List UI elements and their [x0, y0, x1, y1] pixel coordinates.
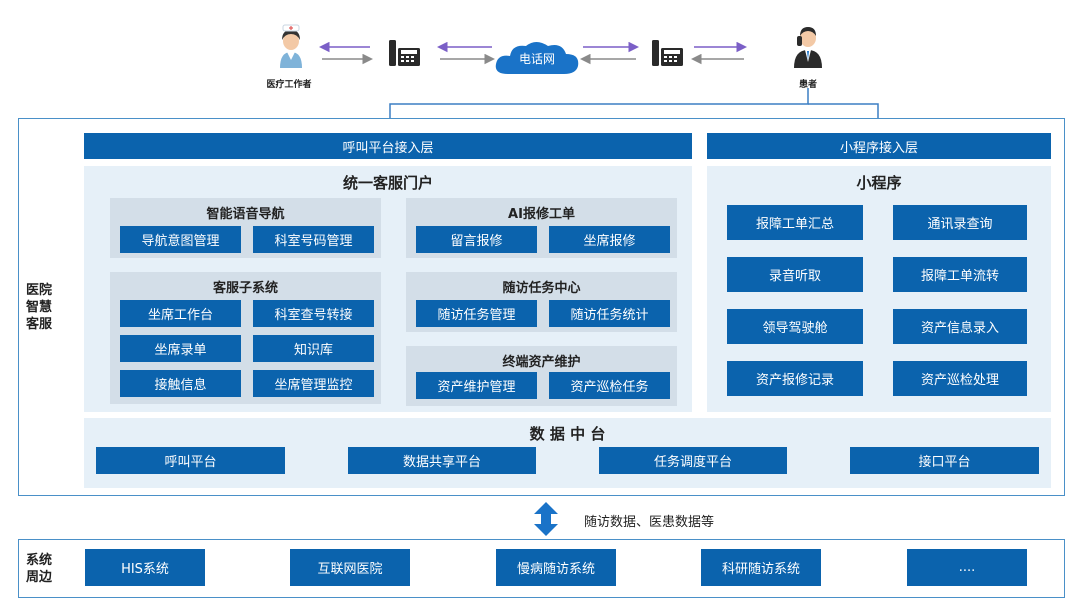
message-repair-button[interactable]: 留言报修: [416, 226, 537, 253]
patient-label: 患者: [798, 80, 817, 90]
asset-maintenance-mgmt-button[interactable]: 资产维护管理: [416, 372, 537, 399]
asset-maintenance-title: 终端资产维护: [502, 355, 581, 370]
medical-worker-label: 医疗工作者: [266, 80, 312, 90]
nurse-icon: [266, 22, 316, 68]
patient-icon: [786, 20, 830, 68]
recording-playback-button[interactable]: 录音听取: [727, 257, 863, 292]
his-system-button[interactable]: HIS系统: [85, 549, 205, 586]
ai-repair-title: AI报修工单: [508, 207, 575, 222]
task-scheduling-platform-button[interactable]: 任务调度平台: [599, 447, 787, 474]
voice-nav-title: 智能语音导航: [206, 207, 285, 222]
chronic-followup-system-button[interactable]: 慢病随访系统: [496, 549, 616, 586]
contact-info-button[interactable]: 接触信息: [120, 370, 241, 397]
agent-record-button[interactable]: 坐席录单: [120, 335, 241, 362]
research-followup-system-button[interactable]: 科研随访系统: [701, 549, 821, 586]
hospital-smart-cs-label: 医院 智慧 客服: [26, 283, 53, 332]
patient-branch-line: [384, 88, 809, 131]
knowledge-base-button[interactable]: 知识库: [253, 335, 374, 362]
data-exchange-note: 随访数据、医患数据等: [584, 515, 715, 530]
cloud-icon: [490, 38, 584, 78]
asset-info-entry-button[interactable]: 资产信息录入: [893, 309, 1027, 344]
fault-ticket-flow-button[interactable]: 报障工单流转: [893, 257, 1027, 292]
cs-subsystem-title: 客服子系统: [212, 281, 278, 296]
peripheral-systems-label: 系统 周边: [26, 553, 53, 585]
agent-workbench-button[interactable]: 坐席工作台: [120, 300, 241, 327]
agent-repair-button[interactable]: 坐席报修: [549, 226, 670, 253]
contacts-query-button[interactable]: 通讯录查询: [893, 205, 1027, 240]
leader-cockpit-button[interactable]: 领导驾驶舱: [727, 309, 863, 344]
data-platform-title: 数 据 中 台: [529, 425, 606, 443]
more-systems-button[interactable]: ....: [907, 549, 1027, 586]
mini-program-title: 小程序: [856, 174, 902, 192]
unified-portal-title: 统一客服门户: [342, 174, 433, 192]
data-exchange-arrow: [534, 502, 558, 536]
followup-task-mgmt-button[interactable]: 随访任务管理: [416, 300, 537, 327]
dept-number-mgmt-button[interactable]: 科室号码管理: [253, 226, 374, 253]
call-platform-button[interactable]: 呼叫平台: [96, 447, 285, 474]
fault-ticket-summary-button[interactable]: 报障工单汇总: [727, 205, 863, 240]
asset-repair-record-button[interactable]: 资产报修记录: [727, 361, 863, 396]
agent-monitor-button[interactable]: 坐席管理监控: [253, 370, 374, 397]
asset-inspection-task-button[interactable]: 资产巡检任务: [549, 372, 670, 399]
dept-lookup-transfer-button[interactable]: 科室查号转接: [253, 300, 374, 327]
data-sharing-platform-button[interactable]: 数据共享平台: [348, 447, 536, 474]
telephone-icon: [651, 38, 685, 68]
followup-title: 随访任务中心: [502, 281, 581, 296]
asset-inspection-handle-button[interactable]: 资产巡检处理: [893, 361, 1027, 396]
internet-hospital-button[interactable]: 互联网医院: [290, 549, 410, 586]
nav-intent-mgmt-button[interactable]: 导航意图管理: [120, 226, 241, 253]
followup-task-stats-button[interactable]: 随访任务统计: [549, 300, 670, 327]
telephone-icon: [388, 38, 422, 68]
phone-network-label: 电话网: [518, 52, 555, 66]
mini-program-access-layer: 小程序接入层: [707, 133, 1051, 159]
call-access-layer: 呼叫平台接入层: [84, 133, 692, 159]
interface-platform-button[interactable]: 接口平台: [850, 447, 1039, 474]
